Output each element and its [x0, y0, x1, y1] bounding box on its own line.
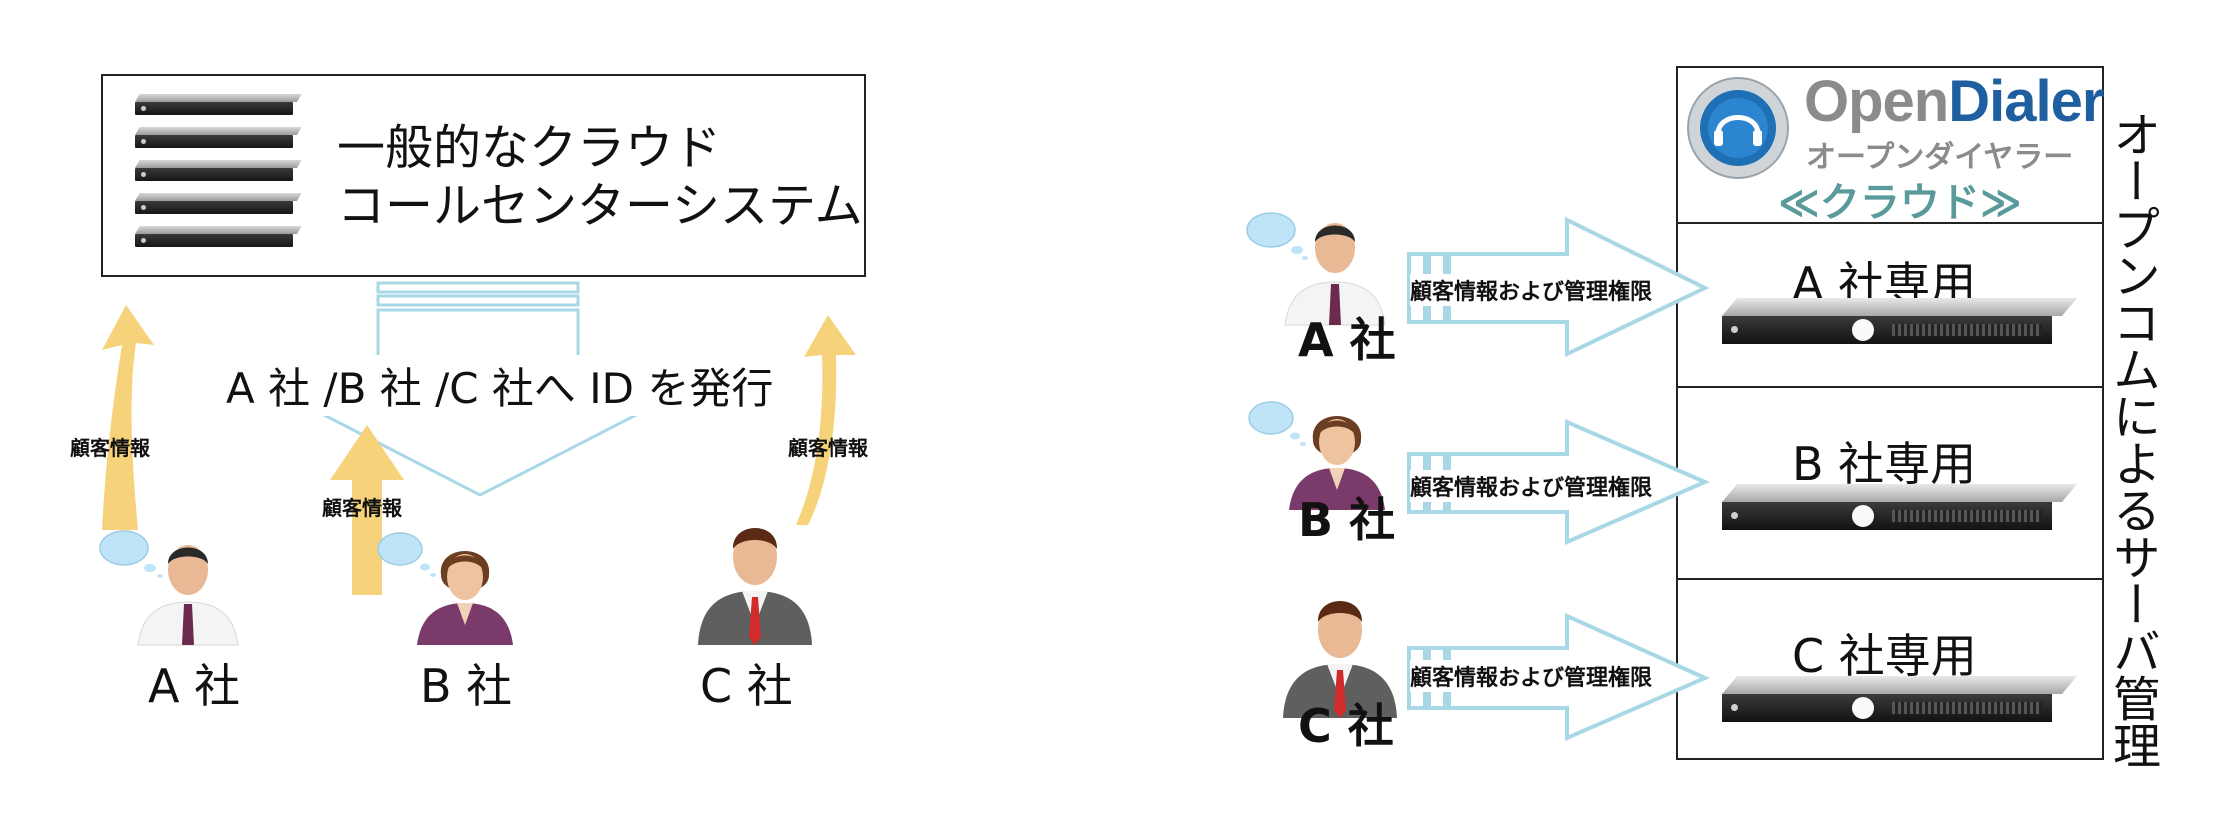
brand-open: Open [1804, 69, 1949, 134]
opendialer-cloud-label: ≪クラウド≫ [1778, 180, 2022, 226]
brand-dialer: Dialer [1948, 69, 2104, 134]
arrow-label-b: 顧客情報および管理権限 [1410, 470, 1653, 502]
customer-info-label: 顧客情報 [788, 436, 868, 460]
company-label-c: C 社 [700, 659, 793, 713]
customer-info-label: 顧客情報 [70, 436, 150, 460]
cloud-system-box: 一般的なクラウド コールセンターシステム [101, 74, 866, 277]
server-icon [1722, 676, 2078, 730]
headset-logo-icon [1687, 77, 1789, 179]
arrow-up-icon [330, 425, 404, 595]
company-label-right-c: C 社 [1298, 699, 1394, 753]
operator-man-white-shirt-icon [1246, 212, 1386, 326]
cloud-system-title-line2: コールセンターシステム [337, 178, 863, 234]
operator-woman-icon [377, 532, 513, 645]
server-icon [1722, 484, 2078, 538]
operator-man-white-shirt-icon [99, 530, 239, 646]
dedicated-server-box-c: C 社専用 [1676, 578, 2104, 760]
operator-man-suit-icon [1283, 601, 1397, 718]
dedicated-server-box-b: B 社専用 [1676, 386, 2104, 580]
company-label-right-a: A 社 [1298, 313, 1396, 367]
arrow-up-icon [102, 305, 154, 530]
dedicated-label-b: B 社専用 [1792, 437, 1977, 491]
server-rack-icon [135, 94, 305, 264]
opendialer-brand: OpenDialer [1804, 68, 2104, 135]
arrow-label-a: 顧客情報および管理権限 [1410, 274, 1653, 306]
dedicated-label-c: C 社専用 [1792, 629, 1977, 683]
speech-bubble-icon [377, 532, 436, 577]
server-icon [1722, 298, 2078, 352]
opendialer-logo-box: OpenDialer オープンダイヤラー ≪クラウド≫ [1676, 66, 2104, 226]
operator-woman-icon [1248, 401, 1385, 510]
speech-bubble-icon [1248, 401, 1306, 446]
company-label-b: B 社 [420, 659, 513, 713]
id-issue-label: A 社 /B 社 /C 社へ ID を発行 [222, 355, 778, 416]
customer-info-label: 顧客情報 [322, 496, 402, 520]
arrow-label-c: 顧客情報および管理権限 [1410, 660, 1653, 692]
speech-bubble-icon [99, 530, 163, 578]
company-label-right-b: B 社 [1298, 493, 1396, 547]
dedicated-server-box-a: A 社専用 [1676, 222, 2104, 388]
server-management-caption: オープンコムによるサーバ管理 [2104, 110, 2160, 768]
speech-bubble-icon [1246, 212, 1308, 260]
cloud-system-title-line1: 一般的なクラウド [337, 120, 722, 176]
operator-man-suit-icon [698, 528, 812, 645]
company-label-a: A 社 [148, 659, 241, 713]
arrow-up-icon [796, 315, 856, 525]
opendialer-katakana: オープンダイヤラー [1806, 140, 2074, 175]
